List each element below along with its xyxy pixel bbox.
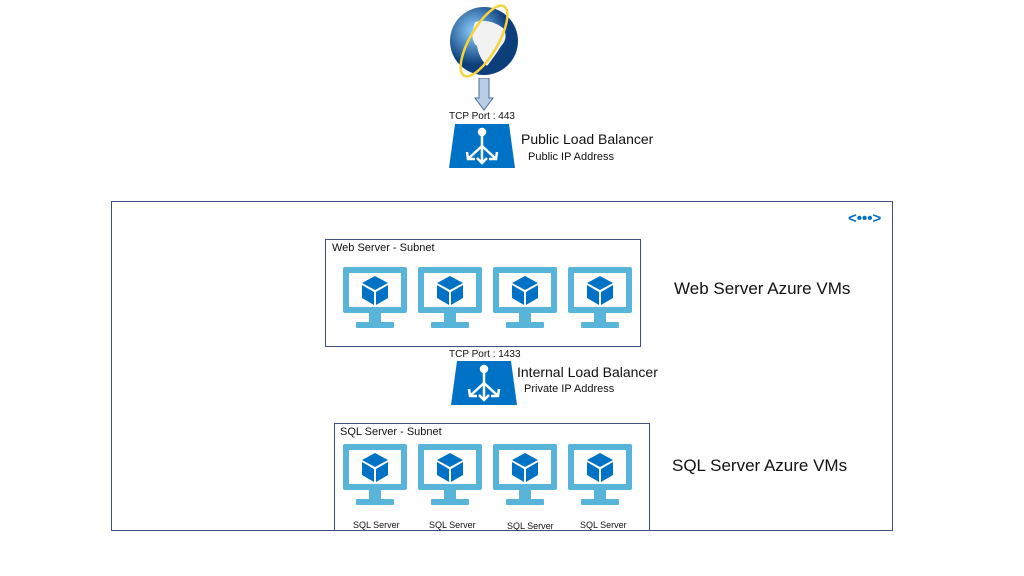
web-subnet-box bbox=[325, 239, 641, 347]
web-vm-icon bbox=[342, 266, 408, 330]
public-lb-title: Public Load Balancer bbox=[521, 131, 654, 147]
down-arrow-icon bbox=[474, 77, 494, 116]
sql-vm-icon bbox=[417, 443, 483, 507]
public-load-balancer-icon bbox=[449, 124, 515, 168]
public-lb-subtitle: Public IP Address bbox=[528, 151, 615, 163]
globe-icon bbox=[445, 2, 523, 80]
sql-subnet-label: SQL Server - Subnet bbox=[340, 426, 442, 438]
public-lb-port-label: TCP Port : 443 bbox=[449, 111, 515, 122]
sql-subnet-box bbox=[334, 423, 650, 531]
sql-server-logo: SQL Server bbox=[507, 521, 554, 531]
sql-vm-icon bbox=[567, 443, 633, 507]
web-vm-icon bbox=[567, 266, 633, 330]
internal-load-balancer-icon bbox=[451, 361, 517, 405]
web-subnet-label: Web Server - Subnet bbox=[332, 242, 435, 254]
sql-server-logo: SQL Server bbox=[429, 520, 476, 530]
sql-vm-icon bbox=[492, 443, 558, 507]
internal-lb-subtitle: Private IP Address bbox=[524, 383, 615, 395]
web-vms-caption: Web Server Azure VMs bbox=[674, 279, 851, 298]
internal-lb-port-label: TCP Port : 1433 bbox=[449, 349, 521, 360]
internal-lb-title: Internal Load Balancer bbox=[517, 364, 658, 380]
sql-vm-icon bbox=[342, 443, 408, 507]
sql-server-logo: SQL Server bbox=[353, 520, 400, 530]
sql-server-logo: SQL Server bbox=[580, 520, 627, 530]
sql-vms-caption: SQL Server Azure VMs bbox=[672, 456, 848, 475]
web-vm-icon bbox=[492, 266, 558, 330]
virtual-network-icon: <•••> bbox=[848, 210, 882, 227]
web-vm-icon bbox=[417, 266, 483, 330]
